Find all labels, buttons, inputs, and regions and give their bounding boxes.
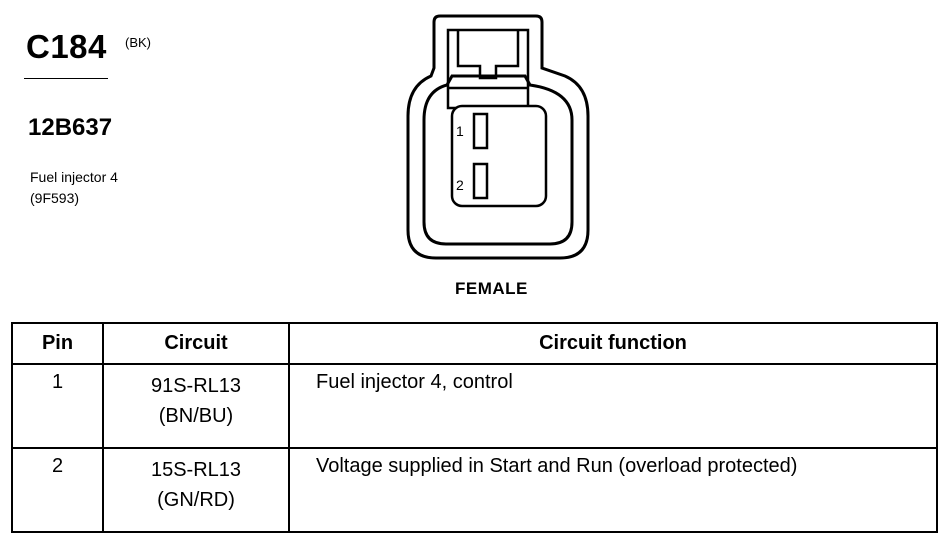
cell-pin: 2 [11,447,104,533]
header-circuit-function: Circuit function [288,322,938,365]
connector-latch-notch [456,30,520,80]
wire-color: (BN/BU) [158,405,234,427]
table-header-row: Pin Circuit Circuit function [11,322,938,365]
connector-face-drawing: 1 2 [406,14,590,260]
wire-color: (GN/RD) [157,489,235,511]
pinout-table: Pin Circuit Circuit function 1 91S-RL13 … [11,322,938,533]
header-pin: Pin [11,322,104,365]
terminal-cavity-block [450,104,548,208]
part-number: 12B637 [28,114,113,141]
connector-housing-outer [406,14,590,260]
pin-2-label: 2 [456,177,464,193]
cell-circuit-function: Fuel injector 4, control [288,363,938,449]
pin-1-terminal [472,112,489,150]
circuit-number: 15S-RL13 [150,459,242,481]
connector-gender-label: FEMALE [455,279,528,298]
connector-color: (BK) [125,35,151,50]
connector-id-underline [24,78,108,79]
table-row: 1 91S-RL13 (BN/BU) Fuel injector 4, cont… [11,363,938,449]
component-name: Fuel injector 4 [30,169,118,185]
connector-housing-inner [422,74,574,246]
cell-circuit: 91S-RL13 (BN/BU) [102,363,290,449]
cell-pin: 1 [11,363,104,449]
pin-2-terminal [472,162,489,200]
cell-circuit: 15S-RL13 (GN/RD) [102,447,290,533]
table-row: 2 15S-RL13 (GN/RD) Voltage supplied in S… [11,447,938,533]
cell-circuit-function: Voltage supplied in Start and Run (overl… [288,447,938,533]
pin-1-label: 1 [456,123,464,139]
connector-latch [446,28,530,110]
circuit-number: 91S-RL13 [150,375,242,397]
connector-id: C184 [26,28,107,65]
header-circuit: Circuit [102,322,290,365]
component-code: (9F593) [30,190,80,206]
